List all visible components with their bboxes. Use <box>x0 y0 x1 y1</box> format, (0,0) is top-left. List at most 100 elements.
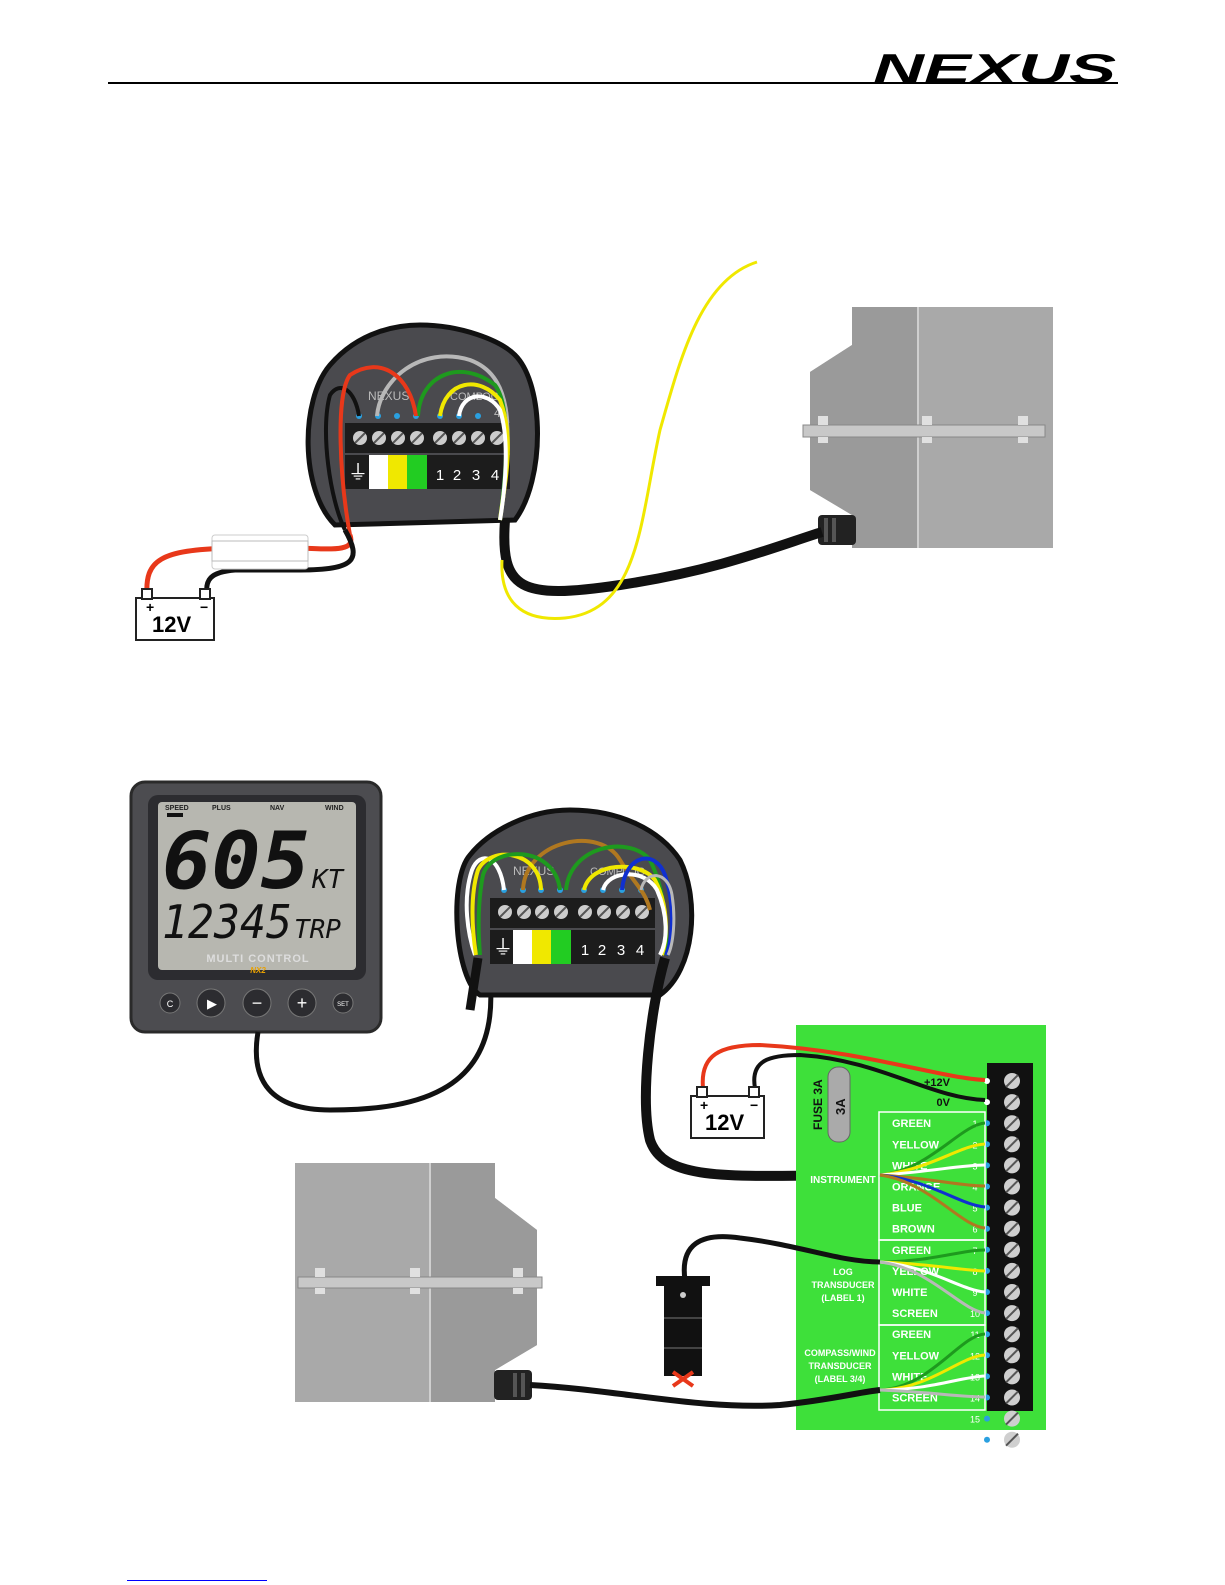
group-log-line3: (LABEL 1) <box>821 1293 864 1303</box>
top-wiring-diagram: ⏚ 1 2 3 4 NEXUS COMP LOG 4 <box>135 260 1053 641</box>
top-terminal-screws <box>353 431 504 445</box>
top-terminal-4: 4 <box>491 467 499 484</box>
bottom-battery: + − 12V <box>690 1086 765 1139</box>
top-header-comp: COMP <box>450 391 483 403</box>
bottom-wiring-diagram: SPEED PLUS NAV WIND 605 KT 12345 TRP MUL… <box>129 780 1046 1448</box>
bottom-transducer <box>295 1163 543 1402</box>
mode-label-plus: PLUS <box>212 805 231 812</box>
display-name: MULTI CONTROL <box>206 953 309 965</box>
display-button-c[interactable]: C <box>159 992 181 1014</box>
instrument-cable <box>640 956 881 1181</box>
top-header-pin4: 4 <box>494 406 501 420</box>
nexus-logo: NEXUS <box>873 50 1116 86</box>
bottom-terminal-2: 2 <box>598 942 606 959</box>
bottom-battery-label: 12V <box>705 1110 744 1135</box>
display-button-play-label: ▶ <box>207 996 217 1011</box>
footer-link-underline <box>127 1580 267 1581</box>
multi-control-display: SPEED PLUS NAV WIND 605 KT 12345 TRP MUL… <box>129 780 383 1034</box>
top-transducer-cable <box>499 519 824 596</box>
top-terminal-1: 1 <box>436 467 444 484</box>
board-pin-number: 15 <box>970 1415 980 1425</box>
group-compass-line1: COMPASS/WIND <box>804 1348 876 1358</box>
top-junction-box: ⏚ 1 2 3 4 NEXUS COMP LOG 4 <box>305 322 540 536</box>
bottom-red-power-wire <box>700 1042 986 1089</box>
bottom-battery-minus: − <box>750 1097 758 1113</box>
board-pin-number: 8 <box>972 1267 977 1277</box>
board-pin-number: 5 <box>972 1204 977 1214</box>
svg-text:⏚: ⏚ <box>493 937 513 959</box>
board-wire-label: GREEN <box>892 1245 931 1257</box>
power-label-12v: +12V <box>924 1077 951 1089</box>
bottom-terminal-screws <box>498 905 649 919</box>
display-button-plus-label: + <box>297 993 308 1013</box>
interface-board: FUSE 3A 3A +12V 0V GREENYELLOWWHITEORANG… <box>796 1025 1046 1448</box>
top-terminal-3: 3 <box>472 467 480 484</box>
display-button-plus[interactable]: + <box>287 988 317 1018</box>
board-wire-label: BLUE <box>892 1203 922 1215</box>
board-wire-label: GREEN <box>892 1329 931 1341</box>
top-terminal-2: 2 <box>453 467 461 484</box>
top-loose-yellow-wire <box>500 260 758 620</box>
logo-text: NEXUS <box>873 50 1116 86</box>
lcd-main-value: 605 <box>162 817 310 907</box>
board-fuse <box>827 1066 851 1143</box>
fuse-value: 3A <box>833 1098 848 1115</box>
board-pin-number: 4 <box>972 1183 977 1193</box>
svg-text:⏚: ⏚ <box>348 462 368 484</box>
display-button-c-label: C <box>167 999 174 1009</box>
mode-label-nav: NAV <box>270 805 285 812</box>
board-wire-label: WHITE <box>892 1371 927 1383</box>
display-button-play[interactable]: ▶ <box>196 988 226 1018</box>
top-battery: + − 12V <box>135 588 215 641</box>
top-battery-minus: − <box>200 599 208 615</box>
group-log-line1: LOG <box>833 1267 853 1277</box>
display-button-minus-label: − <box>252 993 263 1013</box>
log-transducer <box>656 1276 710 1388</box>
top-header-nexus: NEXUS <box>368 389 409 403</box>
bottom-terminal-4: 4 <box>636 942 644 959</box>
group-log-line2: TRANSDUCER <box>812 1280 876 1290</box>
display-model: NX2 <box>250 966 266 975</box>
top-battery-label: 12V <box>152 612 191 637</box>
log-transducer-cable <box>681 1234 881 1281</box>
top-battery-plus: + <box>146 599 154 615</box>
board-wire-label: YELLOW <box>892 1350 940 1362</box>
board-pin-number: 9 <box>972 1288 977 1298</box>
board-wire-label: GREEN <box>892 1118 931 1130</box>
board-wire-label: WHITE <box>892 1287 927 1299</box>
top-black-power-wire <box>204 528 356 596</box>
display-button-set-label: SET <box>337 1002 349 1008</box>
compass-transducer-cable <box>529 1382 881 1409</box>
top-transducer <box>802 307 1053 548</box>
bottom-battery-plus: + <box>700 1097 708 1113</box>
group-compass-line3: (LABEL 3/4) <box>815 1374 866 1384</box>
bottom-terminal-3: 3 <box>617 942 625 959</box>
fuse-label: FUSE 3A <box>811 1079 825 1130</box>
group-instrument-label: INSTRUMENT <box>810 1175 876 1186</box>
board-wire-label: SCREEN <box>892 1393 938 1405</box>
bottom-black-power-wire <box>752 1052 986 1102</box>
display-cable <box>253 979 494 1113</box>
board-wire-label: YELLOW <box>892 1139 940 1151</box>
lcd-sub-unit: TRP <box>294 915 341 945</box>
bottom-junction-box: ⏚ 1 2 3 4 NEXUS COMP LOG <box>454 807 695 998</box>
board-wire-label: BROWN <box>892 1224 935 1236</box>
board-pin-number: 6 <box>972 1225 977 1235</box>
group-compass-line2: TRANSDUCER <box>809 1361 873 1371</box>
lcd-main-unit: KT <box>311 865 345 895</box>
board-wire-label: SCREEN <box>892 1308 938 1320</box>
mode-label-speed: SPEED <box>165 805 189 812</box>
power-label-0v: 0V <box>937 1097 951 1109</box>
instrument-wire-fan <box>879 1121 986 1230</box>
display-button-set[interactable]: SET <box>332 992 354 1014</box>
compass-wire-labels: GREEN YELLOW WHITE SCREEN <box>892 1329 940 1404</box>
display-button-minus[interactable]: − <box>242 988 272 1018</box>
bottom-terminal-1: 1 <box>581 942 589 959</box>
board-pin-number: 10 <box>970 1309 980 1319</box>
header-rule <box>108 82 1118 84</box>
board-pin-number: 14 <box>970 1394 980 1404</box>
board-pin-number: 16 <box>970 1436 980 1446</box>
mode-label-wind: WIND <box>325 805 344 812</box>
